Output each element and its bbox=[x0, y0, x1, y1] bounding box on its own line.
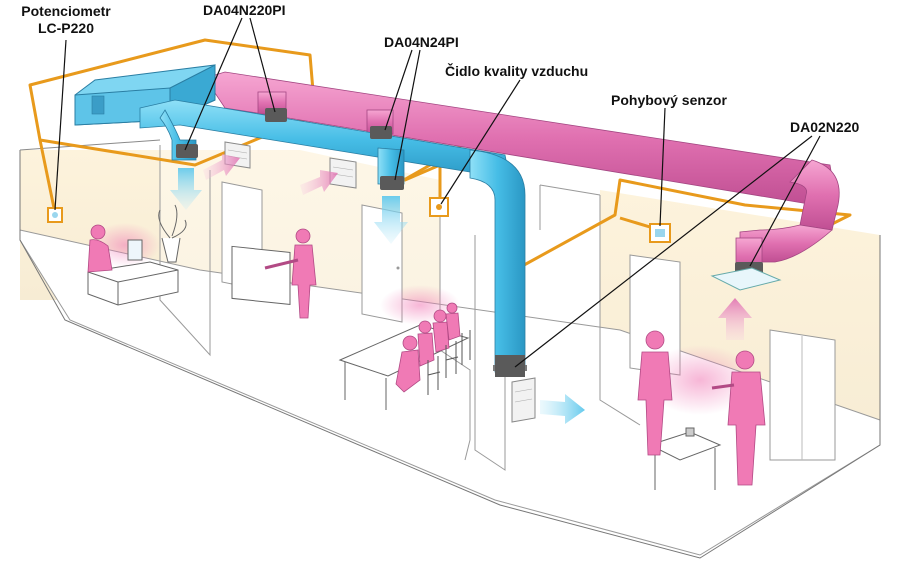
damper-da02n220-supply bbox=[495, 360, 525, 374]
grilles bbox=[224, 141, 782, 423]
label-da04n220pi: DA04N220PI bbox=[203, 2, 286, 18]
exhaust-arrow-1 bbox=[203, 154, 240, 180]
plant bbox=[158, 204, 187, 263]
devices bbox=[47, 197, 671, 243]
monitor bbox=[127, 239, 143, 261]
supply-arrow-3 bbox=[540, 394, 585, 424]
grille-wall-supply bbox=[511, 377, 536, 423]
exhaust-arrow-3 bbox=[718, 298, 752, 340]
person-meeting-3 bbox=[432, 309, 450, 353]
person-meeting-4 bbox=[445, 302, 461, 341]
leader-potentiometer bbox=[54, 39, 67, 211]
desk bbox=[87, 261, 179, 306]
label-air-quality-sensor: Čidlo kvality vzduchu bbox=[445, 63, 589, 79]
label-da02n220: DA02N220 bbox=[790, 119, 860, 135]
building-shell bbox=[19, 139, 881, 559]
label-da04n24pi: DA04N24PI bbox=[384, 34, 459, 50]
leader-lines bbox=[54, 17, 821, 368]
leader-da04n220pi-a bbox=[184, 17, 243, 151]
leader-motion-sensor bbox=[659, 107, 666, 227]
label-potentiometer: Potenciometr LC-P220 bbox=[10, 3, 122, 37]
supply-arrow-2 bbox=[374, 196, 408, 244]
person-standing-2 bbox=[711, 350, 766, 486]
person-office bbox=[87, 224, 113, 273]
person-standing-1 bbox=[637, 330, 673, 456]
damper-da04n24pi-exhaust bbox=[370, 126, 392, 139]
airflow-arrows bbox=[170, 154, 752, 424]
damper-da04n24pi-supply bbox=[380, 176, 404, 190]
person-whiteboard bbox=[264, 228, 317, 319]
whiteboard bbox=[231, 245, 291, 306]
leader-da02n220-b bbox=[749, 135, 821, 267]
leader-da02n220-a bbox=[514, 135, 813, 368]
damper-da04n220pi-exhaust bbox=[265, 108, 287, 122]
leader-da04n24pi-a bbox=[384, 49, 413, 131]
partition-4 bbox=[599, 195, 641, 426]
exhaust-arrow-2 bbox=[300, 170, 338, 195]
people bbox=[87, 224, 766, 486]
side-table bbox=[648, 431, 722, 461]
person-meeting-2 bbox=[417, 320, 435, 367]
leader-da04n220pi-b bbox=[249, 17, 276, 113]
person-meeting-1 bbox=[395, 335, 421, 393]
label-motion-sensor: Pohybový senzor bbox=[611, 92, 727, 108]
leader-da04n24pi-b bbox=[394, 49, 421, 181]
grille-ceiling-right bbox=[710, 267, 782, 291]
label-potentiometer-line2: LC-P220 bbox=[37, 20, 95, 36]
damper-da04n220pi-supply bbox=[176, 144, 198, 158]
supply-arrow-1 bbox=[170, 168, 202, 210]
leader-air-quality bbox=[440, 79, 521, 205]
chairs bbox=[427, 330, 471, 395]
label-potentiometer-line1: Potenciometr bbox=[21, 3, 111, 19]
